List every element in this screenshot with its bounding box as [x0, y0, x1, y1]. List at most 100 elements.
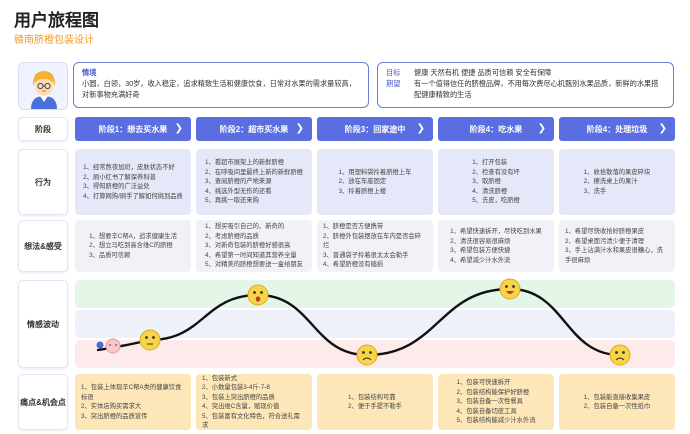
row-label-action: 行为	[18, 149, 68, 215]
persona-avatar	[18, 62, 68, 110]
list-item: 2、想立马吃到高含维C的脐橙	[89, 242, 173, 250]
list-item: 5、去皮，吃脐橙	[472, 197, 520, 205]
list-item: 3、包装上突出脐橙的品质	[202, 393, 275, 401]
emotion-curve-chart	[96, 278, 631, 366]
list-item: 3、查阅脐橙的产地来源	[205, 178, 272, 186]
happy-face-icon	[247, 284, 269, 306]
thought-cell-4: 1、希望快速拆开，尽快吃到水果 2、清洗很容易很麻烦 3、希望包装方便快捷 4、希望减…	[438, 220, 554, 272]
emotion-start-dot	[96, 341, 104, 349]
persona-description: 小圆，白领，30岁，收入稳定，追求精致生活和健康饮食，日常对水果的需求量较高，对…	[82, 79, 356, 99]
list-item: 1、希望尽快收拾好脐橙果皮	[565, 228, 645, 235]
list-item: 4、挑选外型无伤的还看	[205, 187, 272, 195]
chevron-right-icon: ❯	[537, 123, 546, 134]
list-item: 2、便于手提不勒手	[348, 403, 402, 410]
action-cell-1: 1、经常熬夜加班，皮肤状态不好 2、刷小红书了解保养科普 3、得知脐橙的广泛益处 4、…	[75, 149, 191, 215]
emotion-band-positive	[75, 280, 675, 308]
list-item: 2、实体店购买需求大	[81, 403, 142, 410]
page-subtitle: 赣南脐橙包装设计	[14, 35, 94, 46]
list-item: 3、突出脐橙的品质宣传	[81, 412, 148, 420]
list-item: 1、经常熬夜加班，皮肤状态不好	[83, 164, 175, 171]
persona-name: 情境	[82, 68, 97, 77]
stage-label: 阶段1：想去买水果	[98, 124, 168, 134]
list-item: 3、手上沾满汁水和果皮很糟心，洗手很麻烦	[565, 247, 663, 264]
chevron-right-icon: ❯	[174, 123, 183, 134]
stage-header-1: 阶段1：想去买水果 ❯	[75, 117, 191, 141]
row-label-thought: 想法&感受	[18, 220, 68, 272]
emotion-start-face-icon	[105, 338, 121, 354]
list-item: 5、包装富有文化特色，符合送礼需求	[202, 412, 300, 430]
list-item: 3、取脐橙	[472, 178, 501, 186]
persona-avatar-icon	[19, 63, 67, 109]
list-item: 5、对精美的脐橙想要送一盒给朋友	[205, 261, 303, 269]
list-item: 2、脐橙外包装摆放在车内是否会碎烂	[323, 232, 421, 250]
expect-label: 期望	[386, 79, 401, 88]
list-item: 2、希望桌面污渍少便于清理	[565, 237, 645, 245]
list-item: 2、包装自备一次性纸巾	[583, 403, 651, 410]
stage-label: 阶段2：超市买水果	[219, 124, 289, 134]
row-label-pain: 痛点&机会点	[18, 374, 68, 430]
list-item: 3、普通袋子拎着很太太会勒手	[323, 251, 409, 259]
list-item: 2、清洗很容易很麻烦	[450, 237, 511, 245]
list-item: 3、得知脐橙的广泛益处	[83, 183, 150, 190]
expect-text: 有一个值得信任的脐橙品牌，不用每次费尽心机甄别水果品质，新鲜的水果搭配健康精致的…	[414, 79, 659, 99]
list-item: 5、包装结构能减少汁水外流	[456, 417, 536, 425]
thought-cell-5: 1、希望尽快收拾好脐橙果皮 2、希望桌面污渍少便于清理 3、手上沾满汁水和果皮很糟心…	[559, 220, 675, 272]
list-item: 1、包装上体现辛C帮A类的健康饮食标语	[81, 384, 182, 401]
list-item: 1、想要辛C帮A，追求健康生活	[89, 232, 177, 240]
goal-row: 目标 健康 天然有机 便捷 品质可信赖 安全有保障	[386, 67, 665, 78]
chevron-right-icon: ❯	[416, 123, 425, 134]
list-item: 2、擦洗桌上的果汁	[583, 178, 638, 186]
list-item: 1、包装新式	[202, 374, 237, 382]
list-item: 1、包装可快速拆开	[456, 379, 511, 387]
list-item: 4、希望减少汁水外流	[450, 256, 511, 264]
sad-face-icon	[139, 329, 161, 351]
list-item: 1、希望快速拆开，尽快吃到水果	[450, 228, 542, 235]
pain-cell-3: 1、包装结构可靠 2、便于手提不勒手	[317, 374, 433, 430]
stage-label: 阶段4：吃水果	[469, 124, 523, 134]
list-item: 1、包装能直接收集果皮	[583, 393, 651, 401]
list-item: 1、包装结构可靠	[348, 393, 396, 401]
happy-face-icon	[499, 278, 521, 300]
goal-label: 目标	[386, 68, 401, 77]
list-item: 2、考虑脐橙的品质	[205, 232, 259, 240]
list-item: 3、拎着脐橙上楼	[338, 187, 387, 195]
list-item: 2、检查有没有坏	[472, 168, 520, 176]
list-item: 4、打算网购/刷手了解如何挑到品质	[83, 192, 183, 200]
list-item: 3、希望包装方便快捷	[450, 247, 511, 254]
pain-cell-1: 1、包装上体现辛C帮A类的健康饮食标语 2、实体店购买需求大 3、突出脐橙的品质宣传	[75, 374, 191, 430]
list-item: 4、希望脐橙没有磕损	[323, 261, 384, 269]
stage-header-2: 阶段2：超市买水果 ❯	[196, 117, 312, 141]
stage-header-3: 阶段3：回家途中 ❯	[317, 117, 433, 141]
list-item: 3、对新奇包装的脐橙好感很高	[205, 242, 291, 250]
emotion-faces	[96, 278, 631, 366]
emotion-curve-line	[96, 287, 622, 357]
pain-cell-5: 1、包装能直接收集果皮 2、包装自备一次性纸巾	[559, 374, 675, 430]
sad-face-icon	[356, 344, 378, 366]
row-label-stage: 阶段	[18, 117, 68, 141]
list-item: 1、看超市展架上的新鲜脐橙	[205, 159, 285, 167]
list-item: 2、放在车座固定	[338, 178, 387, 186]
list-item: 2、刷小红书了解保养科普	[83, 173, 156, 181]
list-item: 4、清洗脐橙	[472, 187, 508, 195]
list-item: 5、再挑一取还来购	[205, 197, 259, 205]
list-item: 4、突出维C含量，赋现价值	[202, 403, 280, 410]
list-item: 3、包装自备一次性餐具	[456, 398, 523, 406]
list-item: 1、收拾散落的果皮碎块	[583, 168, 651, 176]
list-item: 1、打开包装	[472, 159, 508, 167]
chevron-right-icon: ❯	[658, 123, 667, 134]
goal-card: 目标 健康 天然有机 便捷 品质可信赖 安全有保障 期望 有一个值得信任的脐橙品…	[377, 62, 674, 108]
page-title: 用户旅程图	[14, 11, 99, 30]
chevron-right-icon: ❯	[295, 123, 304, 134]
persona-card: 情境 小圆，白领，30岁，收入稳定，追求精致生活和健康饮食，日常对水果的需求量较…	[73, 62, 369, 108]
row-label-emotion: 情感波动	[18, 280, 68, 368]
list-item: 4、包装自备切皮工具	[456, 407, 517, 415]
